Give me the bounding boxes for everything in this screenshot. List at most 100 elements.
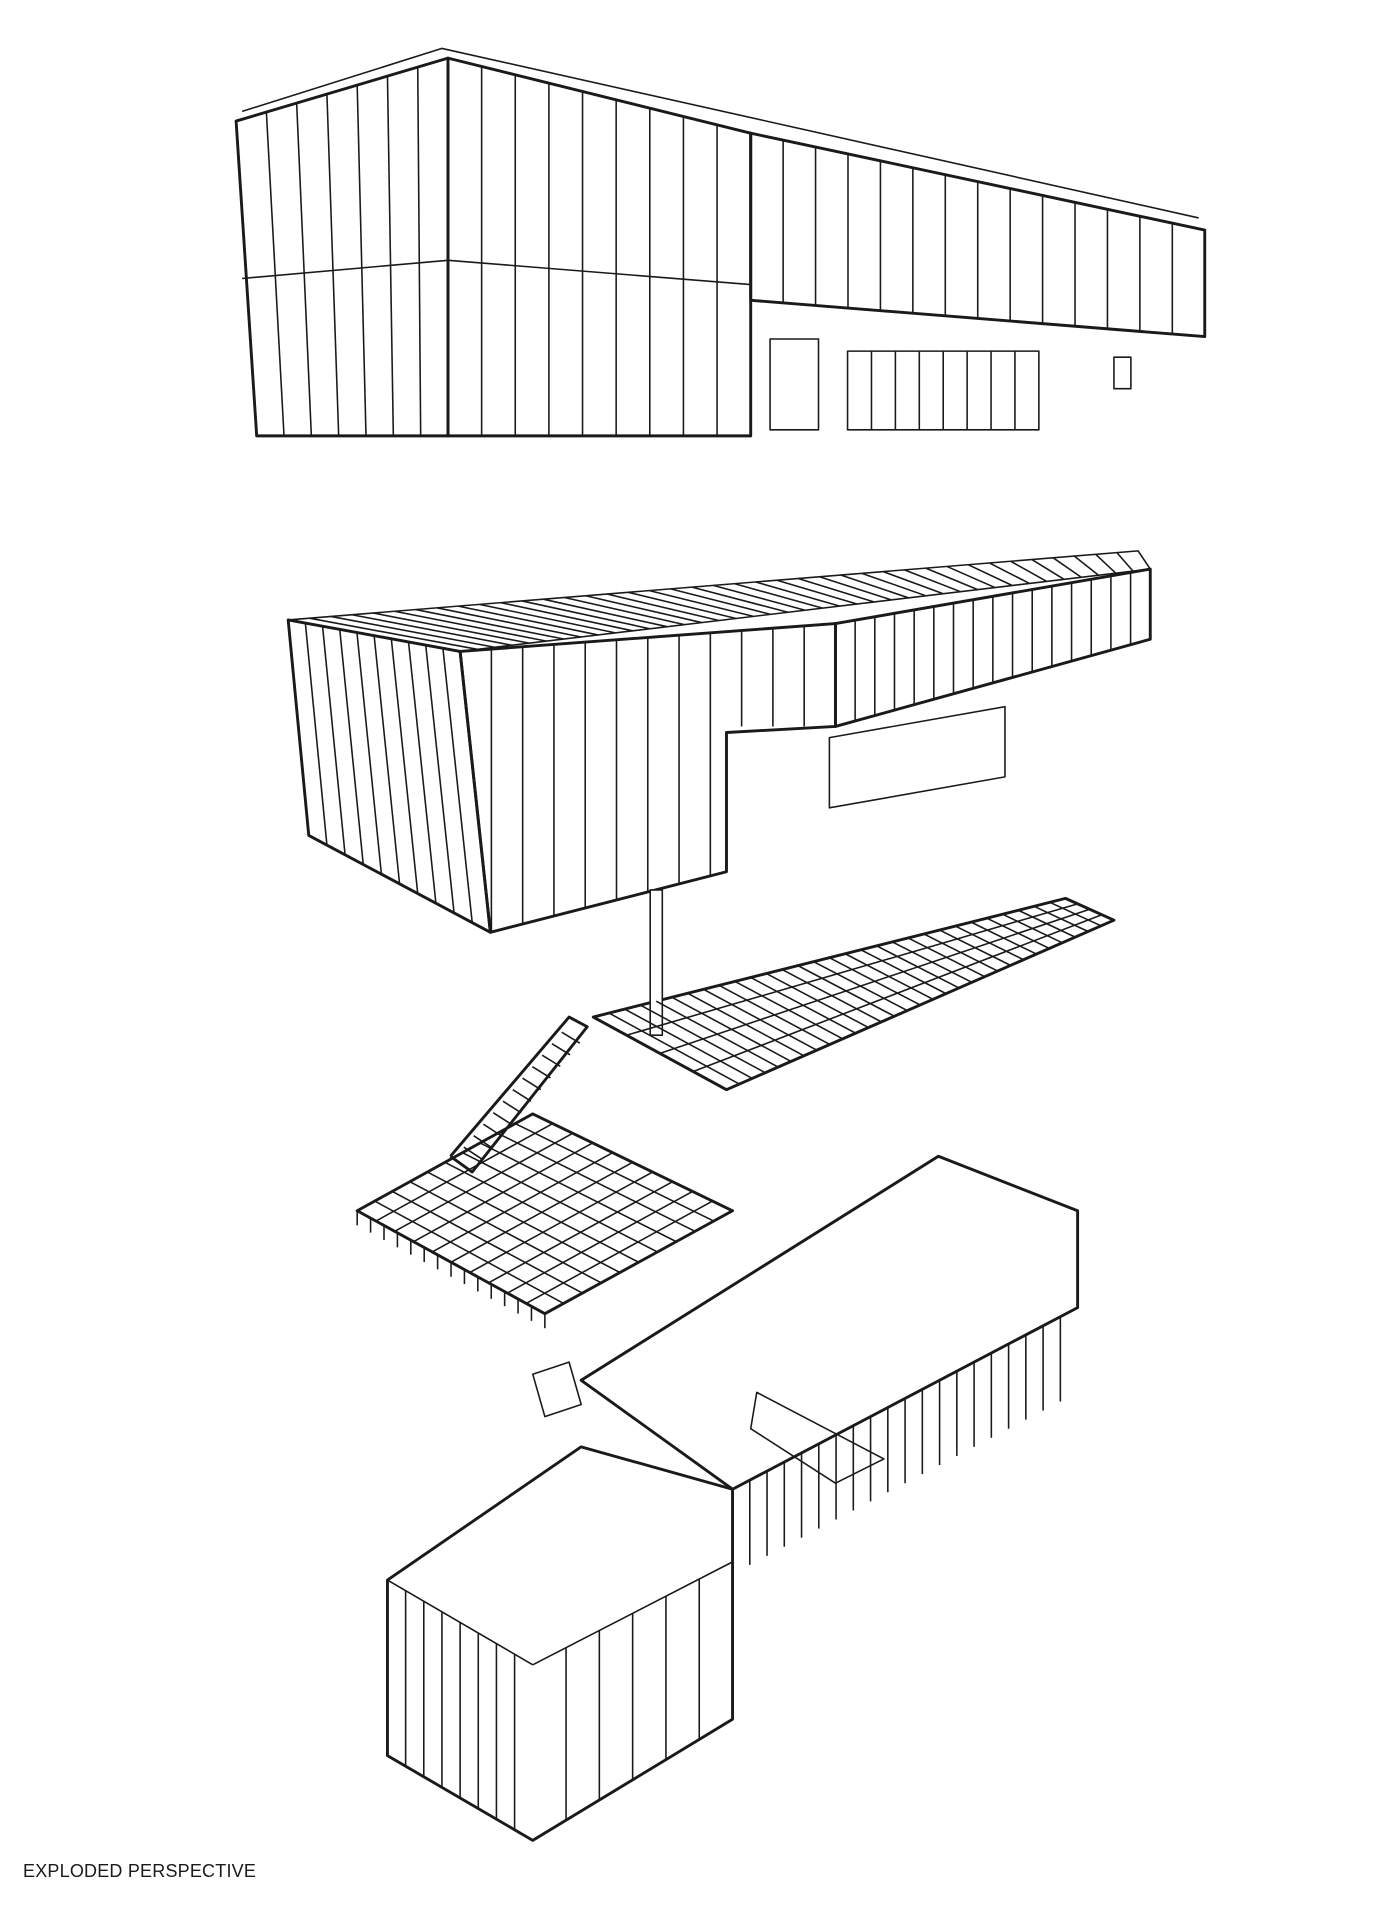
small-window — [1113, 356, 1132, 390]
stair-tread — [463, 1146, 483, 1160]
stair-tread — [492, 1112, 512, 1126]
roof-joist — [415, 608, 564, 640]
roof-joist — [585, 594, 702, 624]
floor-grid-line — [525, 1200, 713, 1305]
roof-joist — [458, 605, 599, 636]
mullion — [295, 103, 313, 436]
wall-top-edge — [387, 1579, 534, 1666]
floor-grid-line — [450, 1161, 634, 1263]
roof-joist — [1116, 552, 1134, 572]
envelope-front-face-lower — [446, 56, 753, 438]
roof-joist — [500, 601, 633, 632]
envelope-cantilever — [749, 131, 1207, 339]
mullion — [356, 85, 367, 436]
roof-joist — [394, 610, 547, 642]
floor-grid-line — [469, 1171, 654, 1274]
roof-joist — [670, 588, 771, 616]
roof-joist — [861, 572, 927, 597]
transom — [447, 259, 751, 286]
floor-grid-line — [506, 1190, 693, 1294]
roof-joist — [1010, 560, 1048, 583]
envelope-left-face — [234, 56, 450, 438]
loose-wall-panel — [828, 705, 1006, 809]
roof-joist — [479, 603, 616, 634]
structural-frame-layer — [286, 550, 1152, 934]
stair-tread — [531, 1066, 551, 1079]
frame-cantilever — [833, 567, 1152, 728]
roof-joist — [373, 612, 530, 644]
roof-joist — [542, 598, 668, 628]
stair-tread — [512, 1089, 532, 1102]
roof-joist — [776, 579, 858, 605]
frame-stud — [338, 629, 365, 865]
roof-joist — [330, 615, 495, 649]
entry-door — [769, 338, 820, 431]
roof-joist — [840, 574, 909, 599]
roof-joist — [649, 589, 754, 618]
base-left-slab — [531, 1361, 582, 1418]
mullion — [326, 94, 340, 436]
floor-grid-line — [488, 1181, 673, 1284]
floor-grid-line — [514, 1122, 715, 1222]
roof-joist — [882, 570, 944, 595]
stair-tread — [551, 1043, 571, 1056]
roof-joist — [819, 576, 892, 601]
roof-joist — [904, 569, 961, 593]
frame-stud — [304, 622, 328, 846]
mullion — [416, 67, 422, 436]
frame-stud — [407, 641, 437, 904]
floor-grid-line — [692, 913, 1103, 1073]
roof-joist — [351, 613, 513, 646]
frame-roof — [287, 550, 1152, 653]
roof-joist — [564, 596, 685, 626]
base-upper-block — [579, 1154, 1080, 1491]
roof-joist — [755, 581, 840, 607]
drawing-details — [242, 66, 1174, 1830]
roof-joist — [1052, 557, 1082, 578]
roof-joist — [925, 567, 979, 591]
base-lower-block — [386, 1445, 734, 1842]
mullion — [265, 112, 285, 436]
roof-joist — [521, 600, 651, 630]
envelope-roof-edge — [241, 47, 1199, 219]
stair-tread — [522, 1077, 542, 1091]
roof-joist — [1095, 553, 1117, 574]
roof-joist — [691, 586, 789, 614]
stair-tread — [502, 1100, 522, 1114]
stair-tread — [561, 1031, 581, 1044]
floor-grid-line — [626, 903, 1078, 1036]
transom — [242, 259, 449, 280]
roof-joist — [989, 562, 1030, 585]
roof-joist — [436, 607, 582, 638]
envelope-layer — [234, 47, 1207, 438]
roof-joist — [627, 591, 737, 620]
roof-joist — [1031, 558, 1065, 581]
stair-tread — [473, 1135, 493, 1149]
roof-joist — [734, 582, 823, 609]
drawing-caption: EXPLODED PERSPECTIVE — [23, 1861, 257, 1881]
frame-stud — [356, 632, 383, 875]
roof-joist — [606, 593, 720, 622]
wall-top-edge — [532, 1561, 733, 1666]
stair-tread — [482, 1123, 503, 1137]
frame-stud — [373, 635, 401, 884]
frame-stud — [442, 648, 473, 923]
floor-grid-line — [462, 1151, 658, 1253]
stair — [449, 1015, 589, 1174]
frame-stud — [390, 638, 419, 894]
foundation-base-layer — [386, 1154, 1080, 1842]
floor-grid-line — [659, 908, 1090, 1055]
roof-joist — [1073, 555, 1099, 576]
floor-grid-line — [497, 1132, 696, 1233]
frame-stud — [321, 626, 346, 855]
chimney — [649, 889, 664, 1036]
roof-joist — [712, 584, 806, 611]
roof-joist — [946, 565, 996, 589]
frame-stud — [424, 645, 455, 913]
roof-joist — [967, 563, 1013, 587]
mullion — [386, 76, 395, 436]
roof-joist — [797, 577, 875, 603]
stair-tread — [541, 1054, 561, 1068]
floor-grid-line — [479, 1142, 677, 1243]
